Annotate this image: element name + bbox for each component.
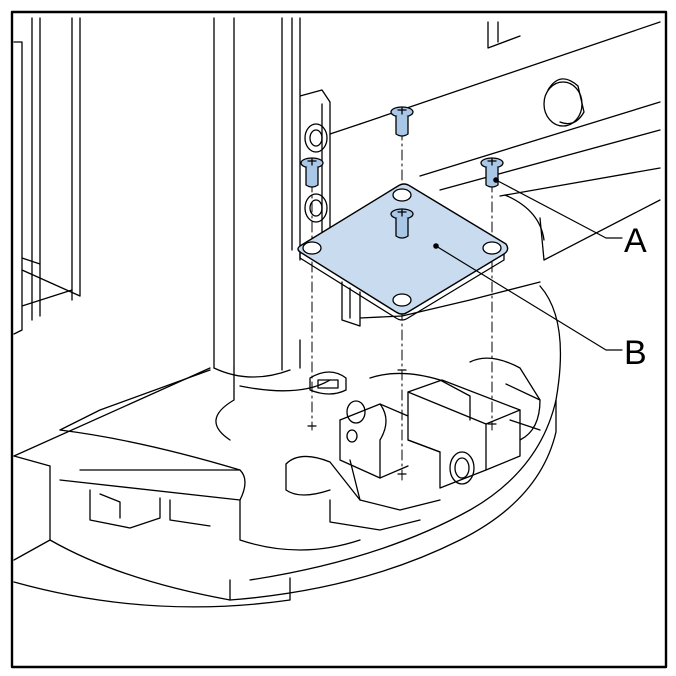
- door-frame: [13, 17, 211, 457]
- countersunk-screw-icon: [300, 157, 324, 188]
- axis-marks: [307, 369, 497, 475]
- horizontal-beam: [329, 21, 661, 261]
- countersunk-screw-icon: [480, 157, 504, 188]
- bracket: [341, 281, 541, 327]
- countersunk-screw-icon: [390, 106, 414, 137]
- callout-label-a: A: [624, 222, 647, 260]
- figure-frame: [10, 10, 668, 669]
- leader-lines: [433, 177, 623, 351]
- base-pockets: [89, 357, 541, 531]
- vertical-column: [213, 17, 301, 378]
- side-rail: [299, 89, 331, 261]
- callout-label-b: B: [624, 334, 647, 372]
- countersunk-screw-icon: [390, 208, 414, 239]
- center-block: [339, 372, 521, 511]
- round-base: [13, 285, 562, 608]
- mounting-plate: [297, 183, 509, 321]
